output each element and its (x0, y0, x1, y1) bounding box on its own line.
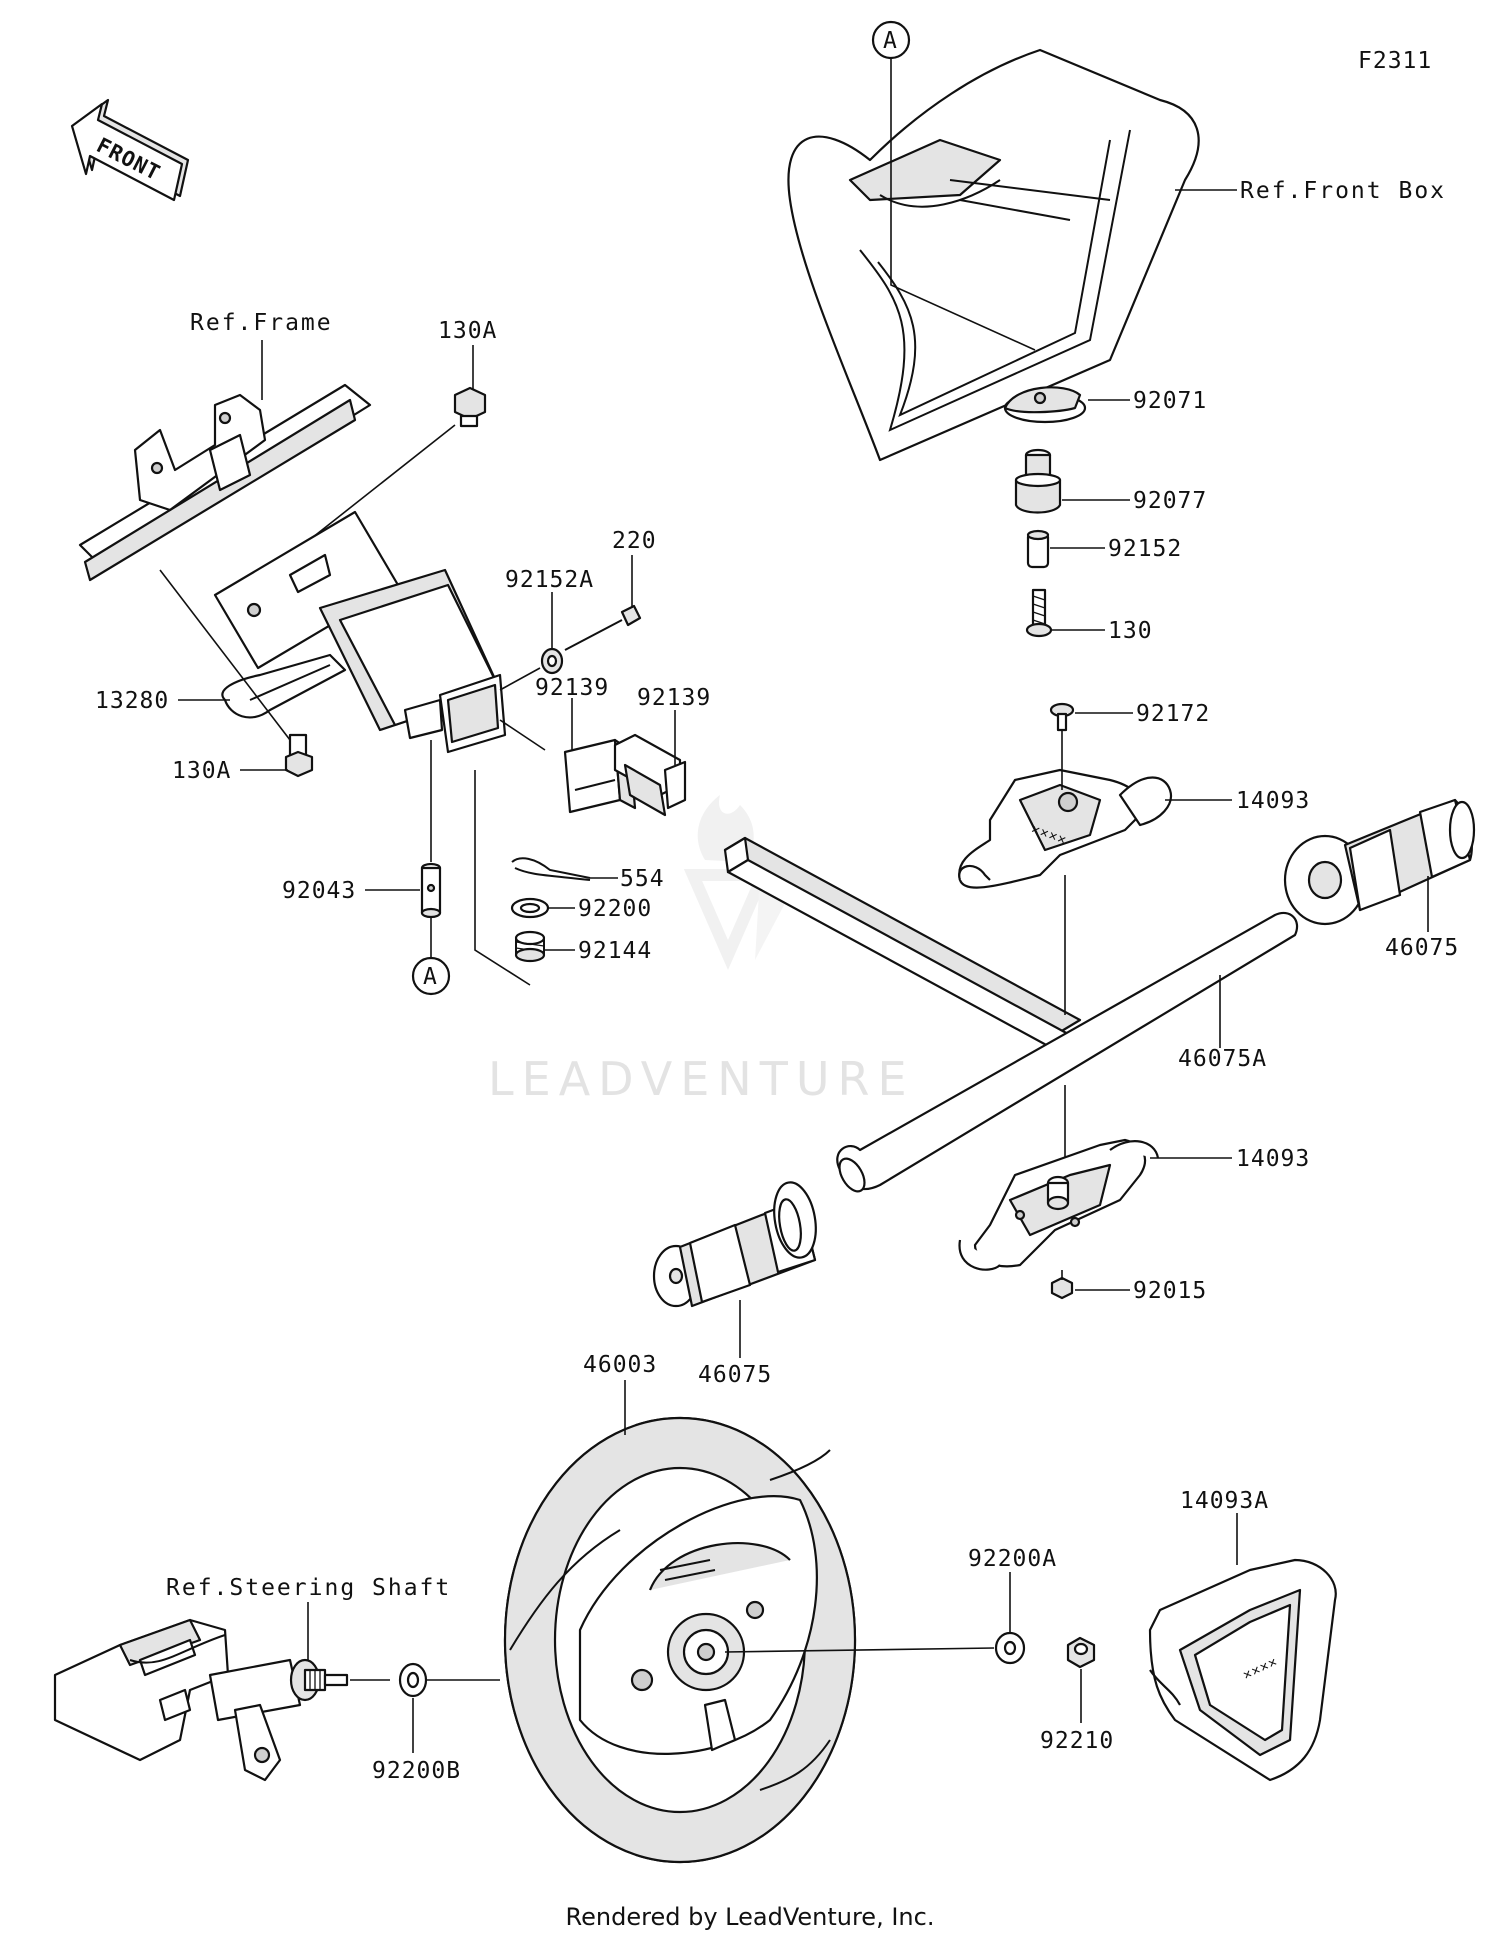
watermark-text: LEADVENTURE (488, 1052, 915, 1106)
part-92210-nut (1066, 1636, 1096, 1669)
wheel-to-washer-leader (724, 1647, 995, 1653)
part-92015-nut (1050, 1276, 1074, 1300)
part-92077-label: 92077 (1133, 488, 1207, 514)
part-13280-bracket (221, 653, 347, 719)
part-13280-label: 13280 (95, 688, 169, 714)
ref-frame-label: Ref.Frame (190, 310, 333, 336)
part-554-clip-pin (511, 857, 591, 881)
spring-stack-leader (474, 770, 531, 986)
part-14093-bottom-switch-housing (958, 1138, 1160, 1271)
frame-to-bolt-leader (159, 569, 291, 741)
part-46075A-handlebar (723, 836, 1299, 1193)
part-554-label: 554 (620, 866, 665, 892)
part-130A-bottom-bolt (284, 733, 314, 778)
part-14093A-label: 14093A (1180, 1488, 1269, 1514)
part-92139-right-clip (613, 733, 687, 817)
part-92200A-label: 92200A (968, 1546, 1057, 1572)
part-46075-right-grip (1283, 798, 1476, 926)
leadventure-watermark: LEADVENTURE (488, 795, 915, 1106)
part-130A-bottom-label: 130A (172, 758, 231, 784)
part-92200B-washer (398, 1662, 428, 1698)
column-bracket-part (213, 510, 507, 754)
part-14093-bottom-label: 14093 (1236, 1146, 1310, 1172)
part-92152A-washer (540, 647, 564, 675)
part-92152-label: 92152 (1108, 536, 1182, 562)
part-14093-top-label: 14093 (1236, 788, 1310, 814)
part-130-label: 130 (1108, 618, 1153, 644)
part-46075-left-label: 46075 (698, 1362, 772, 1388)
frame-part (78, 383, 372, 582)
part-92043-label: 92043 (282, 878, 356, 904)
steering-shaft-part (53, 1618, 349, 1782)
diagram-code: F2311 (1358, 48, 1432, 74)
callout-marker-a-bottom (411, 956, 451, 996)
part-92210-label: 92210 (1040, 1728, 1114, 1754)
part-92071-label: 92071 (1133, 388, 1207, 414)
part-46003-label: 46003 (583, 1352, 657, 1378)
callout-a-top-leader (890, 58, 1036, 351)
part-130-bolt (1025, 588, 1053, 638)
part-14093A-horn-cover: ✕✕✕✕ (1148, 1558, 1337, 1782)
part-46003-steering-wheel (503, 1416, 857, 1864)
part-92139-right-label: 92139 (637, 685, 711, 711)
part-130A-top-bolt (453, 386, 487, 428)
part-92200B-label: 92200B (372, 1758, 461, 1784)
ref-front-box-label: Ref.Front Box (1240, 178, 1446, 204)
part-46075-right-label: 46075 (1385, 935, 1459, 961)
part-92043-pin (420, 862, 442, 919)
part-92172-label: 92172 (1136, 701, 1210, 727)
part-220-label: 220 (612, 528, 657, 554)
part-220-screw (564, 604, 642, 651)
ref-steering-shaft-label: Ref.Steering Shaft (166, 1575, 451, 1601)
clip-to-bracket-leader (499, 719, 546, 751)
part-46075A-label: 46075A (1178, 1046, 1267, 1072)
footer-credit: Rendered by LeadVenture, Inc. (566, 1903, 935, 1931)
part-46075-left-grip (652, 1181, 817, 1308)
part-92200-label: 92200 (578, 896, 652, 922)
part-130A-top-label: 130A (438, 318, 497, 344)
part-92077-grommet (1014, 448, 1062, 514)
part-92172-screw (1049, 702, 1075, 732)
part-92200A-washer (994, 1631, 1026, 1665)
washer-to-bracket-leader (499, 667, 541, 691)
part-92200-washer (510, 897, 550, 919)
part-92015-label: 92015 (1133, 1278, 1207, 1304)
part-14093-top-switch-housing: ✕✕✕✕ (958, 768, 1173, 889)
front-arrow-icon: FRONT (70, 98, 190, 202)
part-92144-spring (514, 930, 546, 963)
part-92152-collar (1026, 529, 1050, 569)
part-92144-label: 92144 (578, 938, 652, 964)
part-92139-left-label: 92139 (535, 675, 609, 701)
callout-marker-a-top-label: A (883, 28, 898, 54)
part-92152A-label: 92152A (505, 567, 594, 593)
part-92071-clip (1003, 386, 1087, 424)
callout-marker-a-bottom-label: A (423, 964, 438, 990)
